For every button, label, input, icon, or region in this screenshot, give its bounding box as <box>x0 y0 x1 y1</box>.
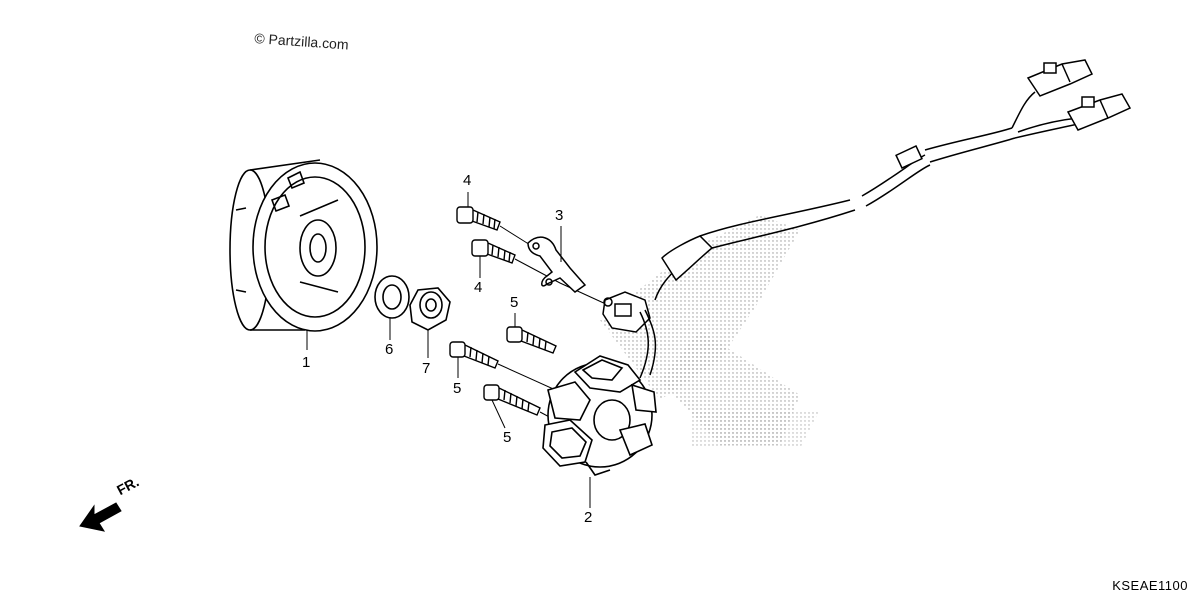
diagram-code: KSEAE1100 <box>1112 578 1188 593</box>
callout-4-lower: 4 <box>474 279 483 296</box>
callout-1: 1 <box>302 354 311 371</box>
bolt-4-upper <box>456 206 501 231</box>
wire-bracket <box>527 236 587 293</box>
callout-3: 3 <box>555 207 564 224</box>
washer <box>374 275 410 319</box>
callout-5-middle: 5 <box>453 380 462 397</box>
bolt-5-lower <box>483 384 541 416</box>
callout-6: 6 <box>385 341 394 358</box>
watermark-emblem <box>600 215 820 448</box>
callout-5-upper: 5 <box>510 294 519 311</box>
nut <box>409 287 451 331</box>
stator <box>542 355 657 476</box>
pulse-sensor <box>602 291 651 333</box>
connector-lower <box>1066 93 1132 131</box>
flywheel <box>229 159 378 332</box>
bolt-4-lower <box>471 239 516 264</box>
connector-upper <box>1026 59 1094 97</box>
front-direction-arrow <box>79 502 122 532</box>
bolt-5-middle <box>449 341 499 369</box>
callout-2: 2 <box>584 509 593 526</box>
callout-7: 7 <box>422 360 431 377</box>
callout-5-lower: 5 <box>503 429 512 446</box>
leader-lines <box>306 192 591 508</box>
bolt-5-upper <box>506 326 557 354</box>
callout-4-upper: 4 <box>463 172 472 189</box>
